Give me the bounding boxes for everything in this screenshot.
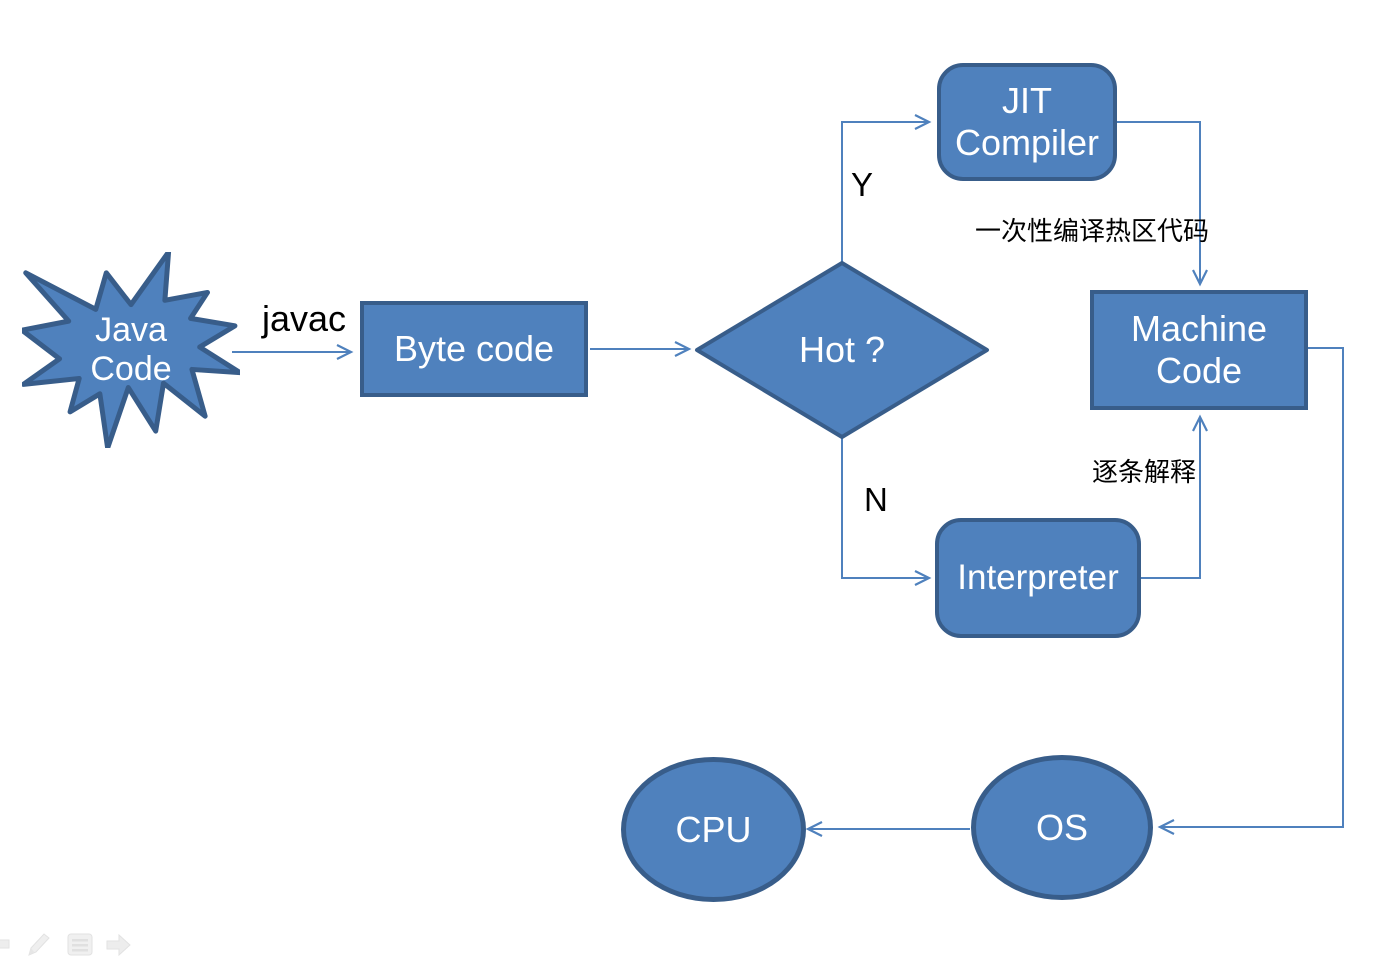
pen-icon [28, 933, 50, 956]
slide-menu-button[interactable] [66, 932, 94, 962]
node-hot-decision-label: Hot ? [798, 329, 886, 371]
previous-slide-button[interactable] [0, 931, 12, 962]
node-hot-decision: Hot ? [694, 260, 990, 440]
node-jit-compiler-label: JIT Compiler [954, 80, 1100, 163]
pen-tool-button[interactable] [26, 931, 52, 963]
edge-label-jit-note: 一次性编译热区代码 [975, 217, 1210, 246]
edge-hot-to-interpreter [841, 438, 932, 586]
edge-label-no: N [864, 481, 888, 518]
edge-machine-to-os [1157, 347, 1344, 835]
edge-interpreter-to-machine [1141, 414, 1208, 579]
node-cpu: CPU [621, 757, 806, 902]
node-cpu-label: CPU [675, 808, 752, 850]
node-machine-code-label: Machine Code [1130, 308, 1268, 391]
node-byte-code-label: Byte code [393, 328, 555, 370]
menu-icon [67, 933, 93, 956]
node-os: OS [971, 755, 1153, 900]
edge-label-yes: Y [851, 166, 874, 203]
next-arrow-icon [106, 933, 131, 957]
edge-label-javac: javac [262, 298, 347, 339]
node-byte-code: Byte code [360, 301, 588, 397]
diamond-shape [695, 261, 989, 439]
node-jit-compiler: JIT Compiler [937, 63, 1117, 181]
node-os-label: OS [1035, 806, 1088, 848]
edge-jit-to-machine [1117, 121, 1208, 287]
edge-label-interpret-note: 逐条解释 [1092, 458, 1197, 487]
edge-hot-to-jit [841, 114, 932, 262]
starburst-shape [22, 252, 240, 448]
previous-arrow-icon [0, 939, 10, 949]
node-java-code: Java Code [22, 252, 240, 448]
next-slide-button[interactable] [104, 932, 132, 963]
node-interpreter: Interpreter [935, 518, 1141, 638]
node-java-code-label: Java Code [90, 310, 172, 388]
node-interpreter-label: Interpreter [957, 557, 1119, 597]
node-machine-code: Machine Code [1090, 290, 1308, 410]
